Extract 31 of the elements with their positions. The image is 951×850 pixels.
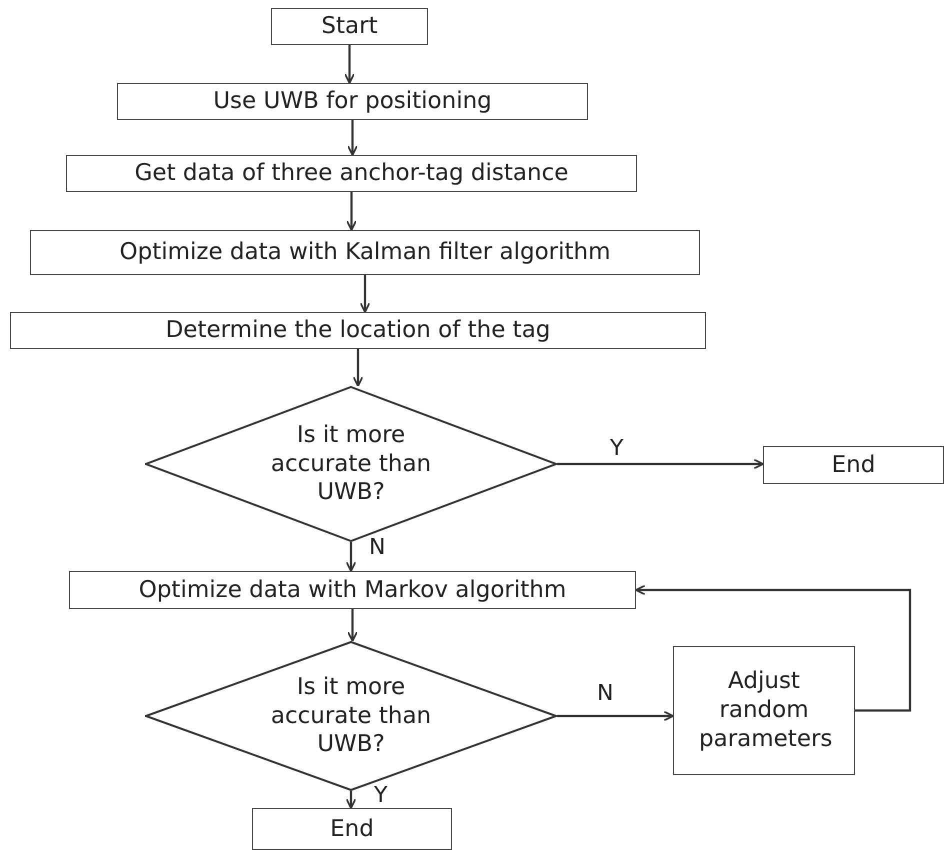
- arrow: [557, 710, 674, 722]
- node-text: Optimize data with Kalman filter algorithm: [119, 238, 611, 267]
- process-box: [10, 312, 706, 349]
- arrow: [347, 609, 358, 642]
- node-text: Start: [321, 12, 378, 41]
- node-text: Get data of three anchor-tag distance: [134, 159, 568, 188]
- arrow: [344, 45, 355, 84]
- node-text: Determine the location of the tag: [166, 316, 550, 345]
- arrow: [347, 120, 358, 156]
- process-box: [673, 646, 855, 775]
- process-box: [117, 83, 588, 120]
- node-text: Optimize data with Markov algorithm: [138, 576, 566, 604]
- arrow: [360, 275, 370, 313]
- arrow: [346, 791, 356, 809]
- arrow: [635, 584, 912, 712]
- node-text: Is it more accurate than UWB?: [270, 672, 432, 760]
- node-text: End: [832, 450, 876, 480]
- process-box: [271, 8, 428, 45]
- process-box: [252, 808, 452, 850]
- arrow: [352, 349, 364, 387]
- node-text: Use UWB for positioning: [213, 87, 492, 116]
- process-box: [69, 571, 636, 609]
- node-text: End: [330, 814, 374, 844]
- process-box: [66, 155, 637, 192]
- arrow: [346, 192, 357, 231]
- node-text: Is it more accurate than UWB?: [270, 420, 432, 508]
- node-text: Adjust random parameters: [699, 667, 829, 754]
- process-box: [30, 230, 700, 275]
- arrow: [346, 542, 356, 572]
- arrow: [557, 458, 764, 470]
- process-box: [763, 446, 944, 484]
